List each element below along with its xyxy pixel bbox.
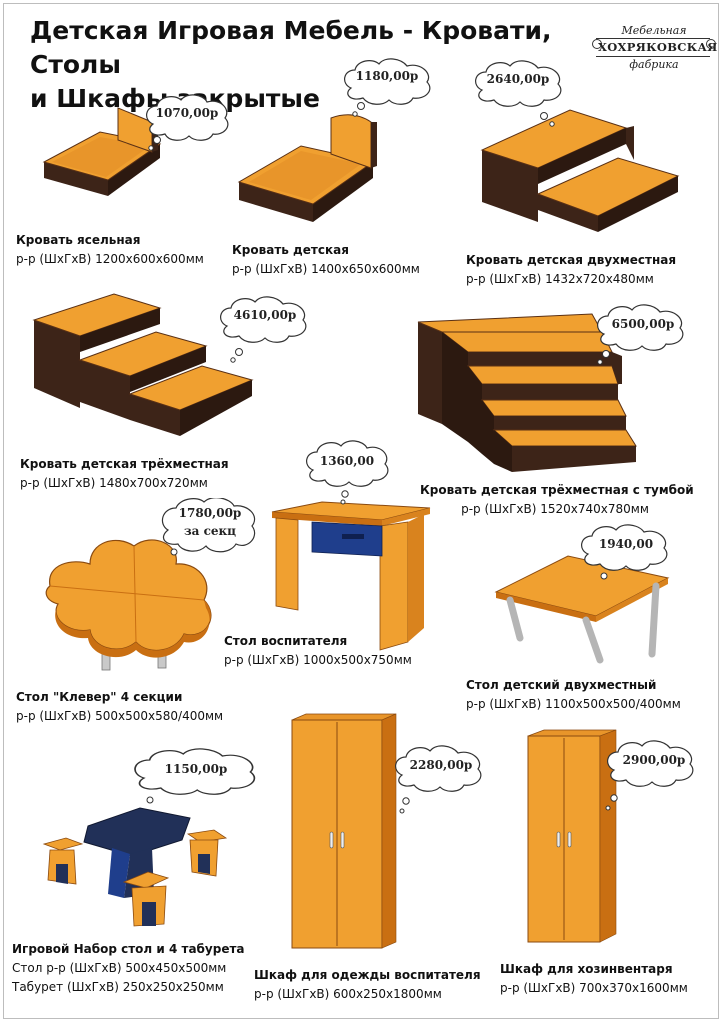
price-text: 1180,00р (355, 69, 419, 83)
product-caption: Игровой Набор стол и 4 табурета Стол р-р… (12, 940, 245, 997)
product-caption: Стол "Клевер" 4 секции р-р (ШхГхВ) 500х5… (16, 688, 223, 726)
price-text: 1940,00 (598, 537, 654, 551)
price-text: 1360,00 (319, 454, 375, 468)
product-caption: Кровать детская трёхместная р-р (ШхГхВ) … (20, 455, 229, 493)
product-name: Стол детский двухместный (466, 678, 657, 692)
triple-bed-image (32, 293, 254, 436)
thought-cloud-icon (581, 524, 668, 580)
product-caption: Кровать ясельная р-р (ШхГхВ) 1200х600х60… (16, 231, 204, 269)
product-name: Кровать детская двухместная (466, 253, 677, 267)
product-name: Игровой Набор стол и 4 табурета (12, 942, 245, 956)
product-dims: р-р (ШхГхВ) 600х250х1800мм (254, 987, 442, 1001)
clover-table-image (45, 539, 212, 671)
logo-scroll-right (706, 39, 716, 49)
price-text: 2280,00р (409, 758, 473, 772)
price-bubble: 1070,00р (143, 94, 231, 151)
thought-cloud-icon (605, 740, 694, 811)
product-caption: Стол детский двухместный р-р (ШхГхВ) 110… (466, 676, 681, 714)
product-dims: р-р (ШхГхВ) 1520х740х780мм (461, 502, 649, 516)
product-name: Кровать детская (232, 243, 349, 257)
price-text: 1150,00р (164, 762, 228, 776)
product-caption: Кровать детская двухместная р-р (ШхГхВ) … (466, 251, 676, 289)
kids-bed-image (237, 114, 377, 222)
nursery-bed-image (42, 107, 162, 196)
price-bubble: 1940,00 (578, 524, 674, 580)
product-dims: р-р (ШхГхВ) 1400х650х600мм (232, 262, 420, 276)
thought-cloud-icon (475, 60, 562, 127)
factory-logo: Мебельная ХОХРЯКОВСКАЯ фабрика (592, 22, 718, 74)
thought-cloud-icon (306, 440, 389, 505)
price-bubble: 2640,00р (472, 60, 564, 127)
thought-cloud-icon (597, 304, 684, 365)
price-bubble: 4610,00р (217, 296, 313, 363)
product-dims: р-р (ШхГхВ) 1000х500х750мм (224, 653, 412, 667)
product-caption: Шкаф для хозинвентаря р-р (ШхГхВ) 700х37… (500, 960, 688, 998)
thought-cloud-icon (220, 296, 307, 363)
logo-top-text: Мебельная (621, 24, 687, 37)
product-dims: р-р (ШхГхВ) 500х500х580/400мм (16, 709, 224, 723)
product-dims-secondary: Табурет (ШхГхВ) 250х250х250мм (12, 980, 224, 994)
thought-cloud-icon (344, 58, 431, 117)
page-title: Детская Игровая Мебель - Кровати, Столы … (30, 14, 590, 116)
play-set-image (42, 807, 228, 927)
price-bubble: 2900,00р (604, 740, 704, 811)
product-caption: Шкаф для одежды воспитателя р-р (ШхГхВ) … (254, 966, 481, 1004)
product-name: Стол воспитателя (224, 634, 348, 648)
thought-cloud-icon (146, 94, 229, 151)
product-dims: Стол р-р (ШхГхВ) 500х450х500мм (12, 961, 227, 975)
price-unit-text: за секц (183, 524, 237, 538)
price-bubble: 1360,00 (303, 440, 391, 505)
product-dims: р-р (ШхГхВ) 1100х500х500/400мм (466, 697, 681, 711)
product-dims: р-р (ШхГхВ) 1200х600х600мм (16, 252, 204, 266)
teacher-desk-image (271, 501, 431, 651)
price-text: 1780,00р (178, 506, 242, 520)
teacher-wardrobe-image (291, 713, 397, 949)
product-caption: Стол воспитателя р-р (ШхГхВ) 1000х500х75… (224, 632, 412, 670)
product-name: Шкаф для хозинвентаря (500, 962, 673, 976)
logo-name: ХОХРЯКОВСКАЯ (598, 40, 718, 54)
product-name: Кровать детская трёхместная (20, 457, 229, 471)
price-bubble: 1150,00р (130, 748, 256, 804)
logo-bottom-text: фабрика (629, 58, 679, 71)
price-text: 2640,00р (486, 72, 550, 86)
price-text: 2900,00р (622, 753, 686, 767)
page-frame (3, 3, 719, 1019)
price-bubble: 6500,00р (594, 304, 692, 365)
product-dims: р-р (ШхГхВ) 1480х700х720мм (20, 476, 208, 490)
price-text: 1070,00р (155, 106, 219, 120)
price-text: 4610,00р (233, 308, 297, 322)
price-text: 6500,00р (611, 317, 675, 331)
product-name: Кровать ясельная (16, 233, 141, 247)
double-bed-image (480, 109, 680, 232)
product-name: Кровать детская трёхместная с тумбой (420, 483, 694, 497)
logo-rule-bottom (596, 56, 710, 57)
thought-cloud-icon (395, 745, 482, 814)
triple-bed-cabinet-image (417, 313, 637, 472)
price-bubble: 2280,00р (392, 745, 490, 814)
product-caption: Кровать детская трёхместная с тумбой р-р… (420, 481, 694, 519)
product-name: Стол "Клевер" 4 секции (16, 690, 183, 704)
price-bubble: 1180,00р (341, 58, 433, 117)
product-dims: р-р (ШхГхВ) 1432х720х480мм (466, 272, 654, 286)
logo-rule-top (596, 38, 710, 39)
price-bubble: 1780,00р за секц (160, 498, 260, 556)
product-caption: Кровать детская р-р (ШхГхВ) 1400х650х600… (232, 241, 420, 279)
kids-table-image (494, 555, 670, 664)
title-line-1: Детская Игровая Мебель - Кровати, Столы (30, 16, 552, 79)
product-dims: р-р (ШхГхВ) 700х370х1600мм (500, 981, 688, 995)
thought-cloud-icon (161, 498, 256, 556)
logo-scroll-left (592, 39, 602, 49)
product-name: Шкаф для одежды воспитателя (254, 968, 481, 982)
thought-cloud-icon (134, 748, 256, 804)
utility-cabinet-image (527, 729, 617, 943)
